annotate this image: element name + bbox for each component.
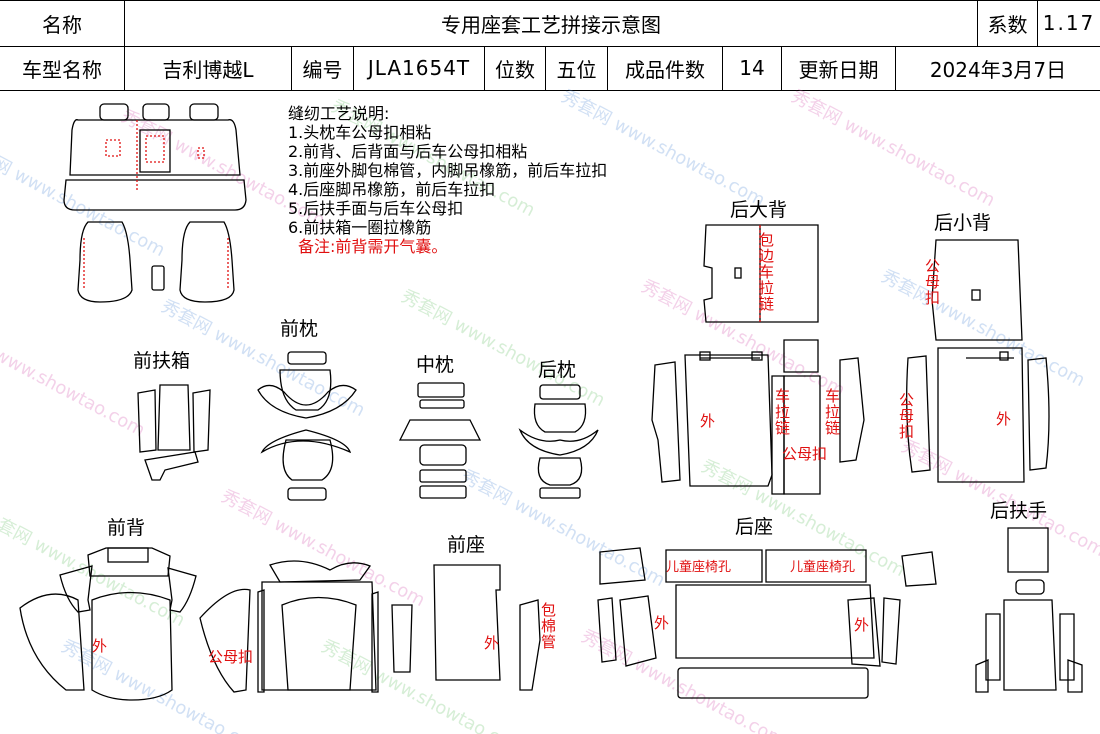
- front-back-pieces: [19, 547, 251, 701]
- watermark-text: 秀套网 www.showtao.com: [578, 626, 789, 734]
- label-rear-headrest: 后枕: [538, 359, 577, 381]
- note-zipper-right: 车拉链: [823, 388, 841, 436]
- note-snap-button-side: 公母扣: [897, 392, 915, 440]
- label-front-headrest: 前枕: [280, 318, 319, 340]
- note-outer-front-back: 外: [92, 637, 108, 655]
- front-seat-pieces: [391, 564, 541, 691]
- coefficient-label: 系数: [978, 0, 1038, 46]
- sewing-notes: 缝纫工艺说明: 1.头枕车公母扣相粘 2.前背、后背面与后车公母扣相粘 3.前座…: [288, 104, 607, 256]
- note-item: 1.头枕车公母扣相粘: [288, 123, 432, 142]
- watermark-text: 秀套网 www.showtao.com: [638, 276, 849, 401]
- seat-overview-red-marks: [83, 120, 229, 290]
- mid-headrest-pieces: [398, 382, 482, 499]
- label-mid-headrest: 中枕: [416, 354, 455, 376]
- rear-armrest-pieces: [975, 527, 1083, 693]
- note-snap-button-front-back: 公母扣: [208, 648, 254, 666]
- note-item: 2.前背、后背面与后车公母扣相粘: [288, 142, 528, 161]
- label-rear-big-back: 后大背: [730, 199, 788, 221]
- label-rear-seat: 后座: [735, 516, 774, 538]
- name-label: 名称: [0, 0, 125, 46]
- code-label: 编号: [292, 46, 354, 90]
- note-outer-rear-seat-left: 外: [654, 614, 670, 632]
- code-value: JLA1654T: [354, 46, 485, 90]
- pieces-label: 成品件数: [608, 46, 723, 90]
- watermark-text: 秀套网 www.showtao.com: [878, 266, 1089, 391]
- label-front-back: 前背: [107, 517, 146, 539]
- label-front-armrest-box: 前扶箱: [133, 350, 191, 372]
- document-title: 专用座套工艺拼接示意图: [125, 0, 978, 46]
- note-child-seat-hole-left: 儿童座椅孔: [666, 560, 732, 575]
- notes-title: 缝纫工艺说明:: [288, 104, 390, 123]
- note-outer-rear-big: 外: [700, 412, 716, 430]
- note-cotton-tube: 包棉管: [539, 602, 557, 650]
- notes-remark: 备注:前背需开气囊。: [298, 237, 448, 256]
- table-border-mid: [0, 46, 1100, 47]
- note-outer-front-seat: 外: [484, 634, 500, 652]
- table-border-top: [0, 0, 1100, 1]
- pattern-outlines: [19, 103, 1083, 701]
- note-item: 4.后座脚吊橡筋，前后车拉扣: [288, 180, 496, 199]
- rear-seat-pieces: [597, 547, 937, 699]
- seats-label: 位数: [485, 46, 546, 90]
- rear-small-back-pieces: [906, 239, 1050, 483]
- note-item: 6.前扶箱一圈拉橡筋: [288, 218, 432, 237]
- coefficient-value: 1.17: [1042, 11, 1096, 35]
- model-value: 吉利博越L: [125, 46, 292, 90]
- seats-value: 五位: [546, 46, 608, 90]
- note-snap-button-rear-big: 公母扣: [782, 445, 828, 463]
- note-outer-rear-seat-right: 外: [854, 616, 870, 634]
- note-child-seat-hole-right: 儿童座椅孔: [790, 560, 856, 575]
- note-snap-button-rear-small: 公母扣: [923, 258, 941, 306]
- label-rear-small-back: 后小背: [934, 212, 992, 234]
- note-zipper-left: 车拉链: [773, 388, 791, 436]
- table-border-bottom: [0, 90, 1100, 91]
- front-armrest-box-pieces: [137, 384, 211, 481]
- label-rear-armrest: 后扶手: [990, 500, 1048, 522]
- date-value: 2024年3月7日: [929, 57, 1067, 82]
- watermark-text: 秀套网 www.showtao.com: [788, 86, 999, 211]
- pieces-value: 14: [723, 46, 782, 90]
- note-outer-rear-small: 外: [996, 410, 1012, 428]
- front-cushion-back-pieces: [257, 560, 379, 693]
- watermark-text: 秀套网 www.showtao.com: [0, 316, 148, 441]
- watermark-text: 秀套网 www.showtao.com: [0, 506, 188, 631]
- front-headrest-pieces: [257, 351, 357, 501]
- header-table: 名称 专用座套工艺拼接示意图 系数 1.17 车型名称 吉利博越L 编号 JLA…: [0, 0, 1100, 91]
- note-edge-zipper: 包边车拉链: [757, 232, 775, 312]
- date-label: 更新日期: [782, 46, 896, 90]
- note-item: 5.后扶手面与后车公母扣: [288, 199, 464, 218]
- seat-overview-illustration: [63, 103, 247, 303]
- model-label: 车型名称: [0, 46, 125, 90]
- label-front-seat: 前座: [447, 534, 486, 556]
- rear-headrest-pieces: [518, 384, 599, 499]
- watermark-text: 秀套网 www.showtao.com: [398, 286, 609, 411]
- note-item: 3.前座外脚包棉管，内脚吊橡筋，前后车拉扣: [288, 161, 608, 180]
